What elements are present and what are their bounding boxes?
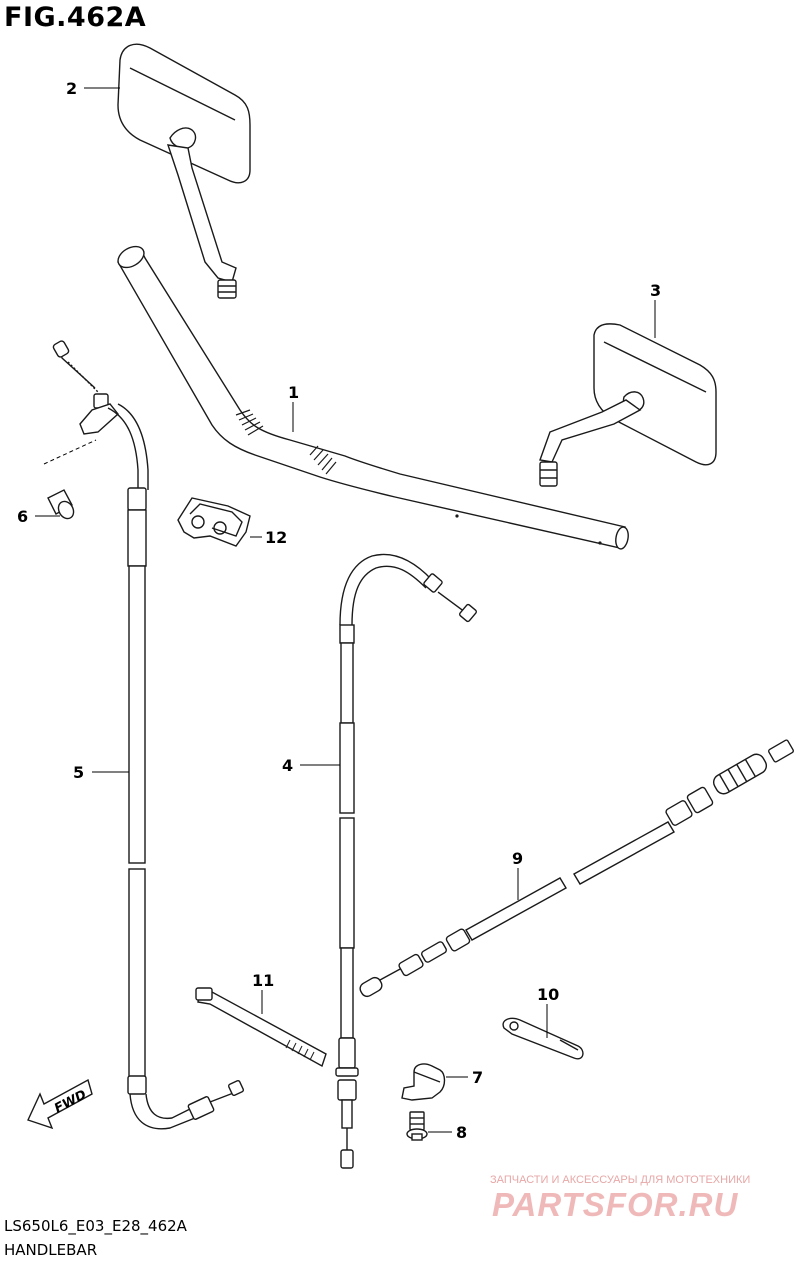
callout-10: 10 bbox=[537, 985, 559, 1004]
mirror-right[interactable] bbox=[539, 323, 717, 487]
bolt[interactable] bbox=[406, 1111, 428, 1141]
bracket[interactable] bbox=[502, 1017, 584, 1060]
handlebar[interactable] bbox=[114, 242, 629, 550]
callout-12: 12 bbox=[265, 528, 287, 547]
clamp[interactable] bbox=[177, 497, 251, 547]
callout-4: 4 bbox=[282, 756, 293, 775]
figure-code: LS650L6_E03_E28_462A bbox=[4, 1217, 187, 1235]
cable-diagonal[interactable] bbox=[358, 739, 794, 998]
callout-2: 2 bbox=[66, 79, 77, 98]
callout-6: 6 bbox=[17, 507, 28, 526]
leader-lines bbox=[35, 87, 656, 1133]
mirror-left[interactable] bbox=[117, 43, 251, 299]
cable-tie[interactable] bbox=[195, 987, 327, 1068]
callout-5: 5 bbox=[73, 763, 84, 782]
fwd-arrow: FWD bbox=[27, 1078, 93, 1130]
figure-title: FIG.462A bbox=[4, 2, 147, 33]
callout-9: 9 bbox=[512, 849, 523, 868]
cable-left[interactable] bbox=[52, 340, 245, 1130]
callout-7: 7 bbox=[472, 1068, 483, 1087]
watermark-tagline: ЗАПЧАСТИ И АКСЕССУАРЫ ДЛЯ МОТОТЕХНИКИ bbox=[490, 1174, 751, 1186]
callout-8: 8 bbox=[456, 1123, 467, 1142]
callout-3: 3 bbox=[650, 281, 661, 300]
callout-1: 1 bbox=[288, 383, 299, 402]
figure-name: HANDLEBAR bbox=[4, 1241, 98, 1259]
screw[interactable] bbox=[43, 439, 97, 521]
cable-right[interactable] bbox=[335, 553, 477, 1169]
callout-11: 11 bbox=[252, 971, 274, 990]
watermark-logo: PARTSFOR.RU bbox=[492, 1186, 739, 1223]
clip[interactable] bbox=[401, 1063, 446, 1101]
